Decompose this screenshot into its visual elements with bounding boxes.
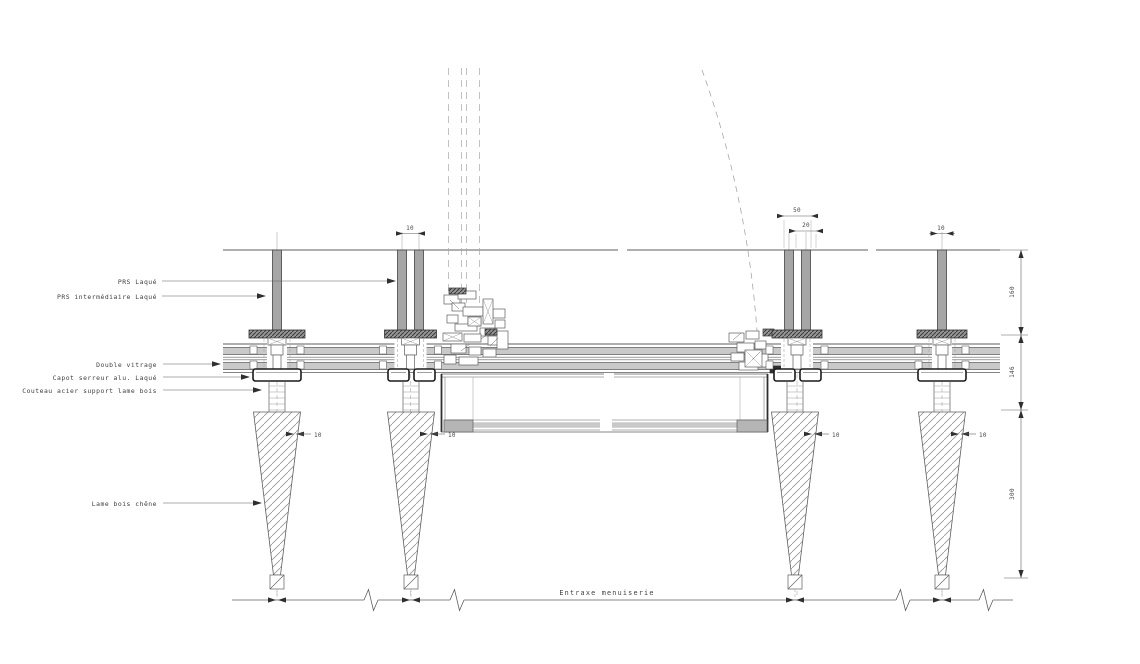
label-couteau-acier: Couteau acier support lame bois — [22, 387, 157, 395]
mullion-assembly-2 — [379, 232, 445, 600]
label-double-vitrage: Double vitrage — [96, 361, 157, 369]
jamb-detail-left — [442, 287, 509, 366]
right-dimension-chain — [997, 249, 1028, 579]
dim-mullion2-top: 10 — [406, 225, 414, 232]
dim-chain-160: 160 — [1009, 286, 1016, 298]
dim-mullion3-inner: 20 — [802, 222, 810, 229]
label-prs-intermediaire: PRS intermédiaire Laqué — [57, 293, 157, 301]
leader-lines — [162, 278, 396, 506]
dim-blade3-offset: 10 — [832, 432, 840, 439]
dim-blade1-offset: 10 — [314, 432, 322, 439]
entraxe-dimension-line — [232, 588, 1013, 612]
door-swing-arc — [701, 69, 758, 332]
dim-chain-146: 146 — [1009, 366, 1016, 378]
dim-mullion3-outer: 50 — [793, 207, 801, 214]
dim-blade2-offset: 10 — [448, 432, 456, 439]
dim-chain-300: 300 — [1009, 488, 1016, 500]
top-dimensions — [396, 213, 955, 248]
label-capot-serreur: Capot serreur alu. Laqué — [53, 374, 157, 382]
label-prs-laque: PRS Laqué — [118, 278, 157, 286]
glazing-bands — [223, 343, 1000, 373]
dim-mullion4-top: 10 — [937, 225, 945, 232]
mullion-assembly-3 — [765, 232, 829, 600]
dim-blade4-offset: 10 — [979, 432, 987, 439]
mullion-assembly-4 — [914, 232, 976, 600]
door-leaf-dashed — [448, 68, 480, 308]
label-entraxe: Entraxe menuiserie — [559, 589, 654, 597]
mullion-assembly-1 — [248, 232, 311, 600]
label-lame-bois: Lame bois chêne — [92, 500, 157, 508]
door-sill — [440, 373, 769, 433]
